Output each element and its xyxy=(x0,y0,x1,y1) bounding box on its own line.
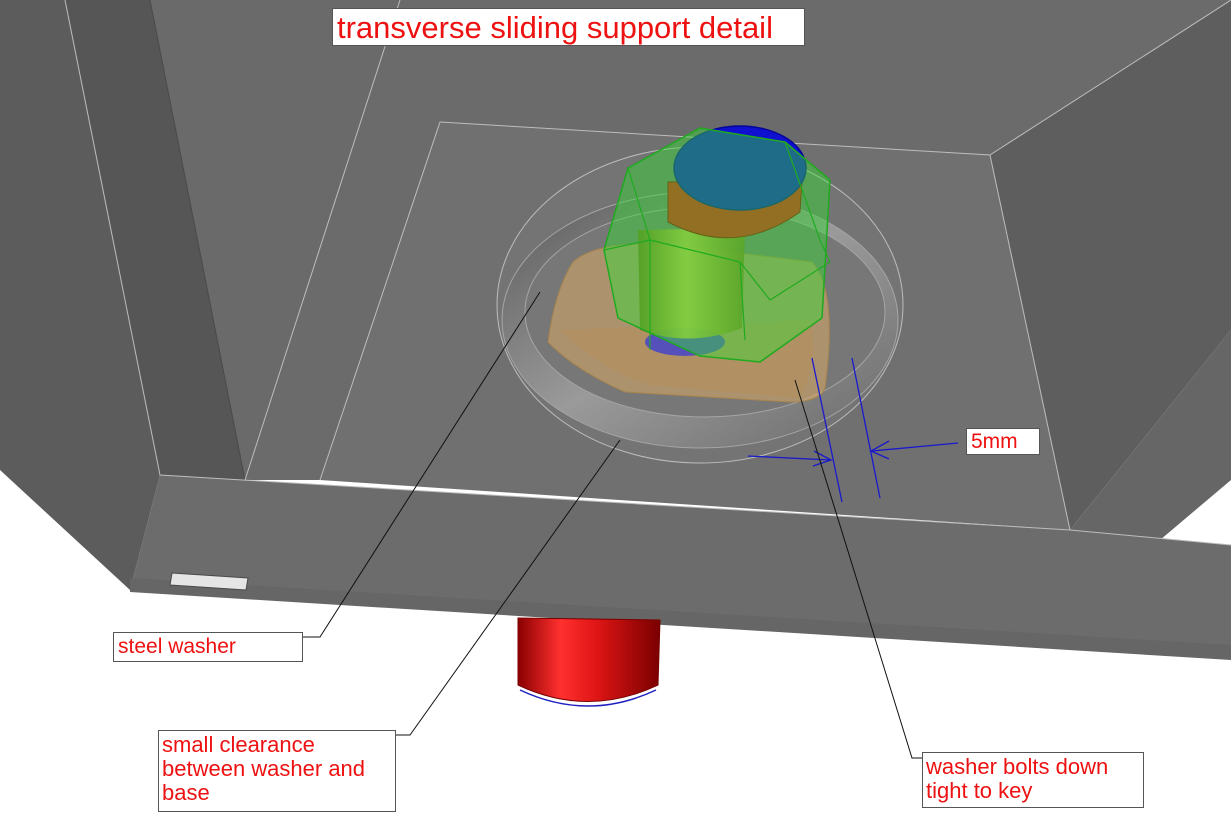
arrow-left-leader xyxy=(747,455,831,461)
edge-line-3 xyxy=(319,121,441,481)
edge-line-6 xyxy=(244,0,401,481)
dimension-label: 5mm xyxy=(966,428,1040,455)
bolt-upper xyxy=(638,125,807,339)
leader-clearance xyxy=(396,439,621,736)
edge-lines xyxy=(64,0,1231,546)
right-block-end xyxy=(1070,330,1231,540)
hex-nut xyxy=(603,127,831,363)
dimension-annotation xyxy=(747,357,959,503)
bottom-rail-front xyxy=(130,578,1231,660)
blue-cap xyxy=(673,125,807,211)
right-block-top xyxy=(990,0,1231,530)
leader-bolts xyxy=(794,379,922,759)
edge-line-5 xyxy=(149,0,246,481)
page-title: transverse sliding support detail xyxy=(332,8,805,46)
washer-bolts-label: washer bolts down tight to key xyxy=(922,752,1144,808)
top-slab-face xyxy=(245,0,1231,480)
left-inner-wall xyxy=(65,0,245,480)
slot-cutout xyxy=(169,572,249,591)
bolt-shaft-lower xyxy=(517,617,661,707)
leader-steel-washer xyxy=(303,291,541,638)
steel-washer-label: steel washer xyxy=(113,632,303,662)
extension-line-right xyxy=(851,357,881,499)
clearance-label: small clearance between washer and base xyxy=(158,730,396,812)
arrow-right-head xyxy=(869,440,890,460)
arrow-right-leader xyxy=(871,442,959,452)
leader-lines xyxy=(303,291,922,759)
left-flange-face xyxy=(150,0,400,480)
arrow-left-head xyxy=(812,450,833,467)
extension-line-left xyxy=(811,357,843,503)
edge-line-4 xyxy=(989,0,1231,156)
bottom-rail-top xyxy=(130,475,1231,655)
key-block-shading xyxy=(560,320,814,398)
